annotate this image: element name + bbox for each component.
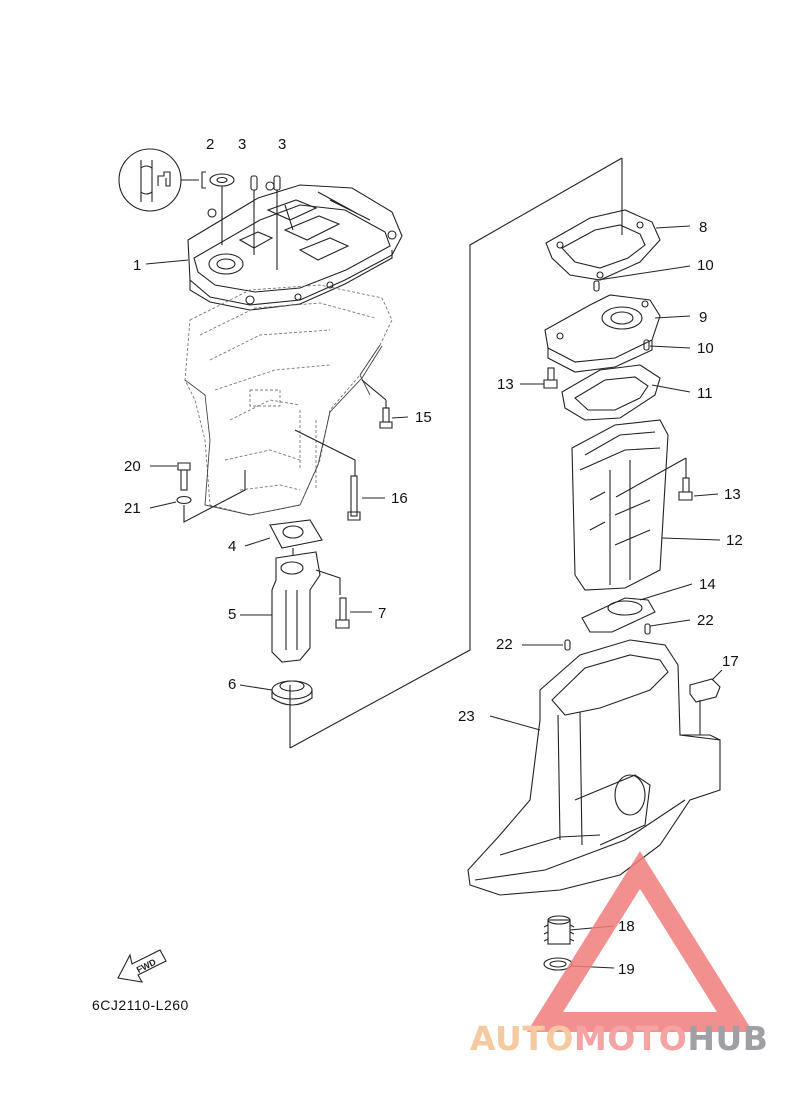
ghost-engine-block [184, 284, 393, 516]
assembly-divider-lines [289, 157, 623, 749]
watermark-triangle-logo [526, 851, 754, 1032]
part-20-bolt [177, 462, 191, 491]
detail-bubble [118, 148, 206, 212]
part-10-pins [593, 280, 650, 351]
part-5-guide [271, 551, 341, 663]
watermark-hub: HUB [687, 1019, 769, 1058]
part-15-bolt [361, 379, 393, 429]
callout-19: 19 [618, 961, 635, 978]
part-7-bolt [335, 597, 350, 629]
drawing-code: 6CJ2110-L260 [92, 997, 189, 1013]
callout-21: 21 [124, 500, 141, 517]
part-9-plate [544, 294, 661, 373]
watermark-moto: MOTO [573, 1019, 688, 1058]
engine-block-outline [184, 344, 383, 516]
part-22-pins [564, 623, 651, 651]
callout-20: 20 [124, 458, 141, 475]
callout-15: 15 [415, 409, 432, 426]
callout-17: 17 [722, 653, 739, 670]
callout-3a: 3 [238, 136, 247, 153]
fwd-arrow-icon [117, 949, 167, 983]
part-16-long-bolt [294, 429, 361, 521]
callout-5: 5 [228, 606, 237, 623]
callout-2: 2 [206, 136, 215, 153]
part-13-bolt-left [543, 367, 558, 389]
fwd-label: FWD [135, 957, 158, 975]
part-11-gasket [561, 364, 661, 421]
part-17-plug [689, 678, 721, 735]
part-12-exhaust-housing [571, 419, 687, 591]
callout-10a: 10 [697, 257, 714, 274]
part-14-rubber-seal [581, 597, 656, 633]
callout-16: 16 [391, 490, 408, 507]
part-23-upper-casing-lower [467, 639, 721, 896]
callout-23: 23 [458, 708, 475, 725]
callout-7: 7 [378, 605, 387, 622]
callout-8: 8 [699, 219, 708, 236]
callout-22b: 22 [697, 612, 714, 629]
watermark-auto: AUTO [470, 1019, 574, 1058]
leader-lines [145, 225, 723, 969]
callout-1: 1 [133, 257, 142, 274]
part-21-washer [176, 470, 246, 523]
callout-14: 14 [699, 576, 716, 593]
part-2-washer [209, 173, 235, 245]
callout-13b: 13 [724, 486, 741, 503]
callout-12: 12 [726, 532, 743, 549]
callout-9: 9 [699, 309, 708, 326]
part-3-dowel-pins [250, 175, 281, 270]
part-6-seal [271, 680, 313, 706]
part-18-impeller [543, 915, 575, 945]
part-8-gasket [545, 209, 661, 281]
callout-11: 11 [697, 385, 713, 402]
callout-13a: 13 [497, 376, 514, 393]
callout-18: 18 [618, 918, 635, 935]
callout-10b: 10 [697, 340, 714, 357]
callout-22a: 22 [496, 636, 513, 653]
callout-6: 6 [228, 676, 237, 693]
callout-4: 4 [228, 538, 237, 555]
callout-3b: 3 [278, 136, 287, 153]
part-4-gasket [269, 519, 323, 555]
part-1-upper-casing [187, 181, 403, 311]
watermark-text: AUTOMOTOHUB [470, 1022, 768, 1055]
part-13-bolt-right [678, 477, 693, 501]
